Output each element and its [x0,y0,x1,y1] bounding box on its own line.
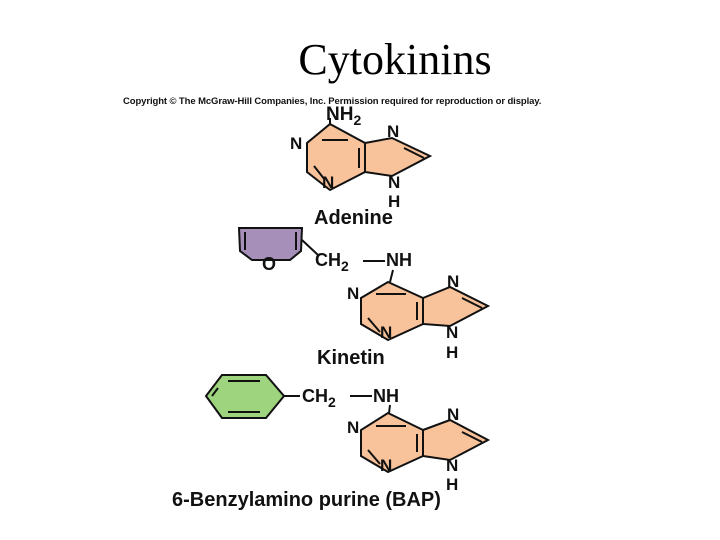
benzene-ring [204,374,286,419]
bap-structure: CH2 NH N N N N H 6-Benzylamino purine (B… [172,374,491,511]
furan-oxygen-label: O [262,254,276,274]
adenine-pyrimidine-ring [306,122,366,192]
adenine-imidazole-ring [364,136,433,178]
slide-title: Cytokinins [298,35,492,84]
bap-double-bond [461,431,483,443]
kinetin-nh-ring-bond [389,269,394,283]
adenine-n1-label: N [290,134,302,153]
adenine-double-bond [403,147,425,159]
kinetin-n7-label: N [447,272,459,291]
bap-nh-label: NH [373,386,399,406]
kinetin-nh-label: NH [386,250,412,270]
kinetin-n1-label: N [347,284,359,303]
bap-ch2-label: CH2 [302,386,336,410]
furan-ring [237,227,304,261]
bap-imidazole-ring [422,418,491,462]
kinetin-name: Kinetin [317,347,385,369]
kinetin-double-bond [461,297,483,309]
bap-h9-label: H [446,475,458,494]
adenine-n3-label: N [322,173,334,192]
adenine-h9-label: H [388,192,400,211]
copyright-notice: Copyright © The McGraw-Hill Companies, I… [123,96,542,107]
bap-n9-label: N [446,456,458,475]
kinetin-imidazole-ring [422,285,491,328]
adenine-n9-label: N [388,173,400,192]
adenine-name: Adenine [314,207,393,229]
adenine-n7-label: N [387,122,399,141]
bap-double-bond [367,449,381,465]
kinetin-n3-label: N [380,323,392,342]
bap-n7-label: N [447,405,459,424]
furan-ch2-bond [301,239,319,256]
adenine-double-bond [313,165,326,181]
kinetin-h9-label: H [446,343,458,362]
kinetin-n9-label: N [446,323,458,342]
bap-nh-ring-bond [388,404,391,414]
bap-name: 6-Benzylamino purine (BAP) [172,489,441,511]
adenine-structure: NH2 N N N N H Adenine [290,104,433,229]
kinetin-double-bond [367,317,381,333]
bap-n3-label: N [380,456,392,475]
benzene-double-bond [211,387,219,397]
kinetin-ch2-label: CH2 [315,250,349,274]
bap-n1-label: N [347,418,359,437]
kinetin-structure: O CH2 NH N N N N H Kinetin [237,227,491,369]
adenine-nh2-label: NH2 [326,104,361,128]
